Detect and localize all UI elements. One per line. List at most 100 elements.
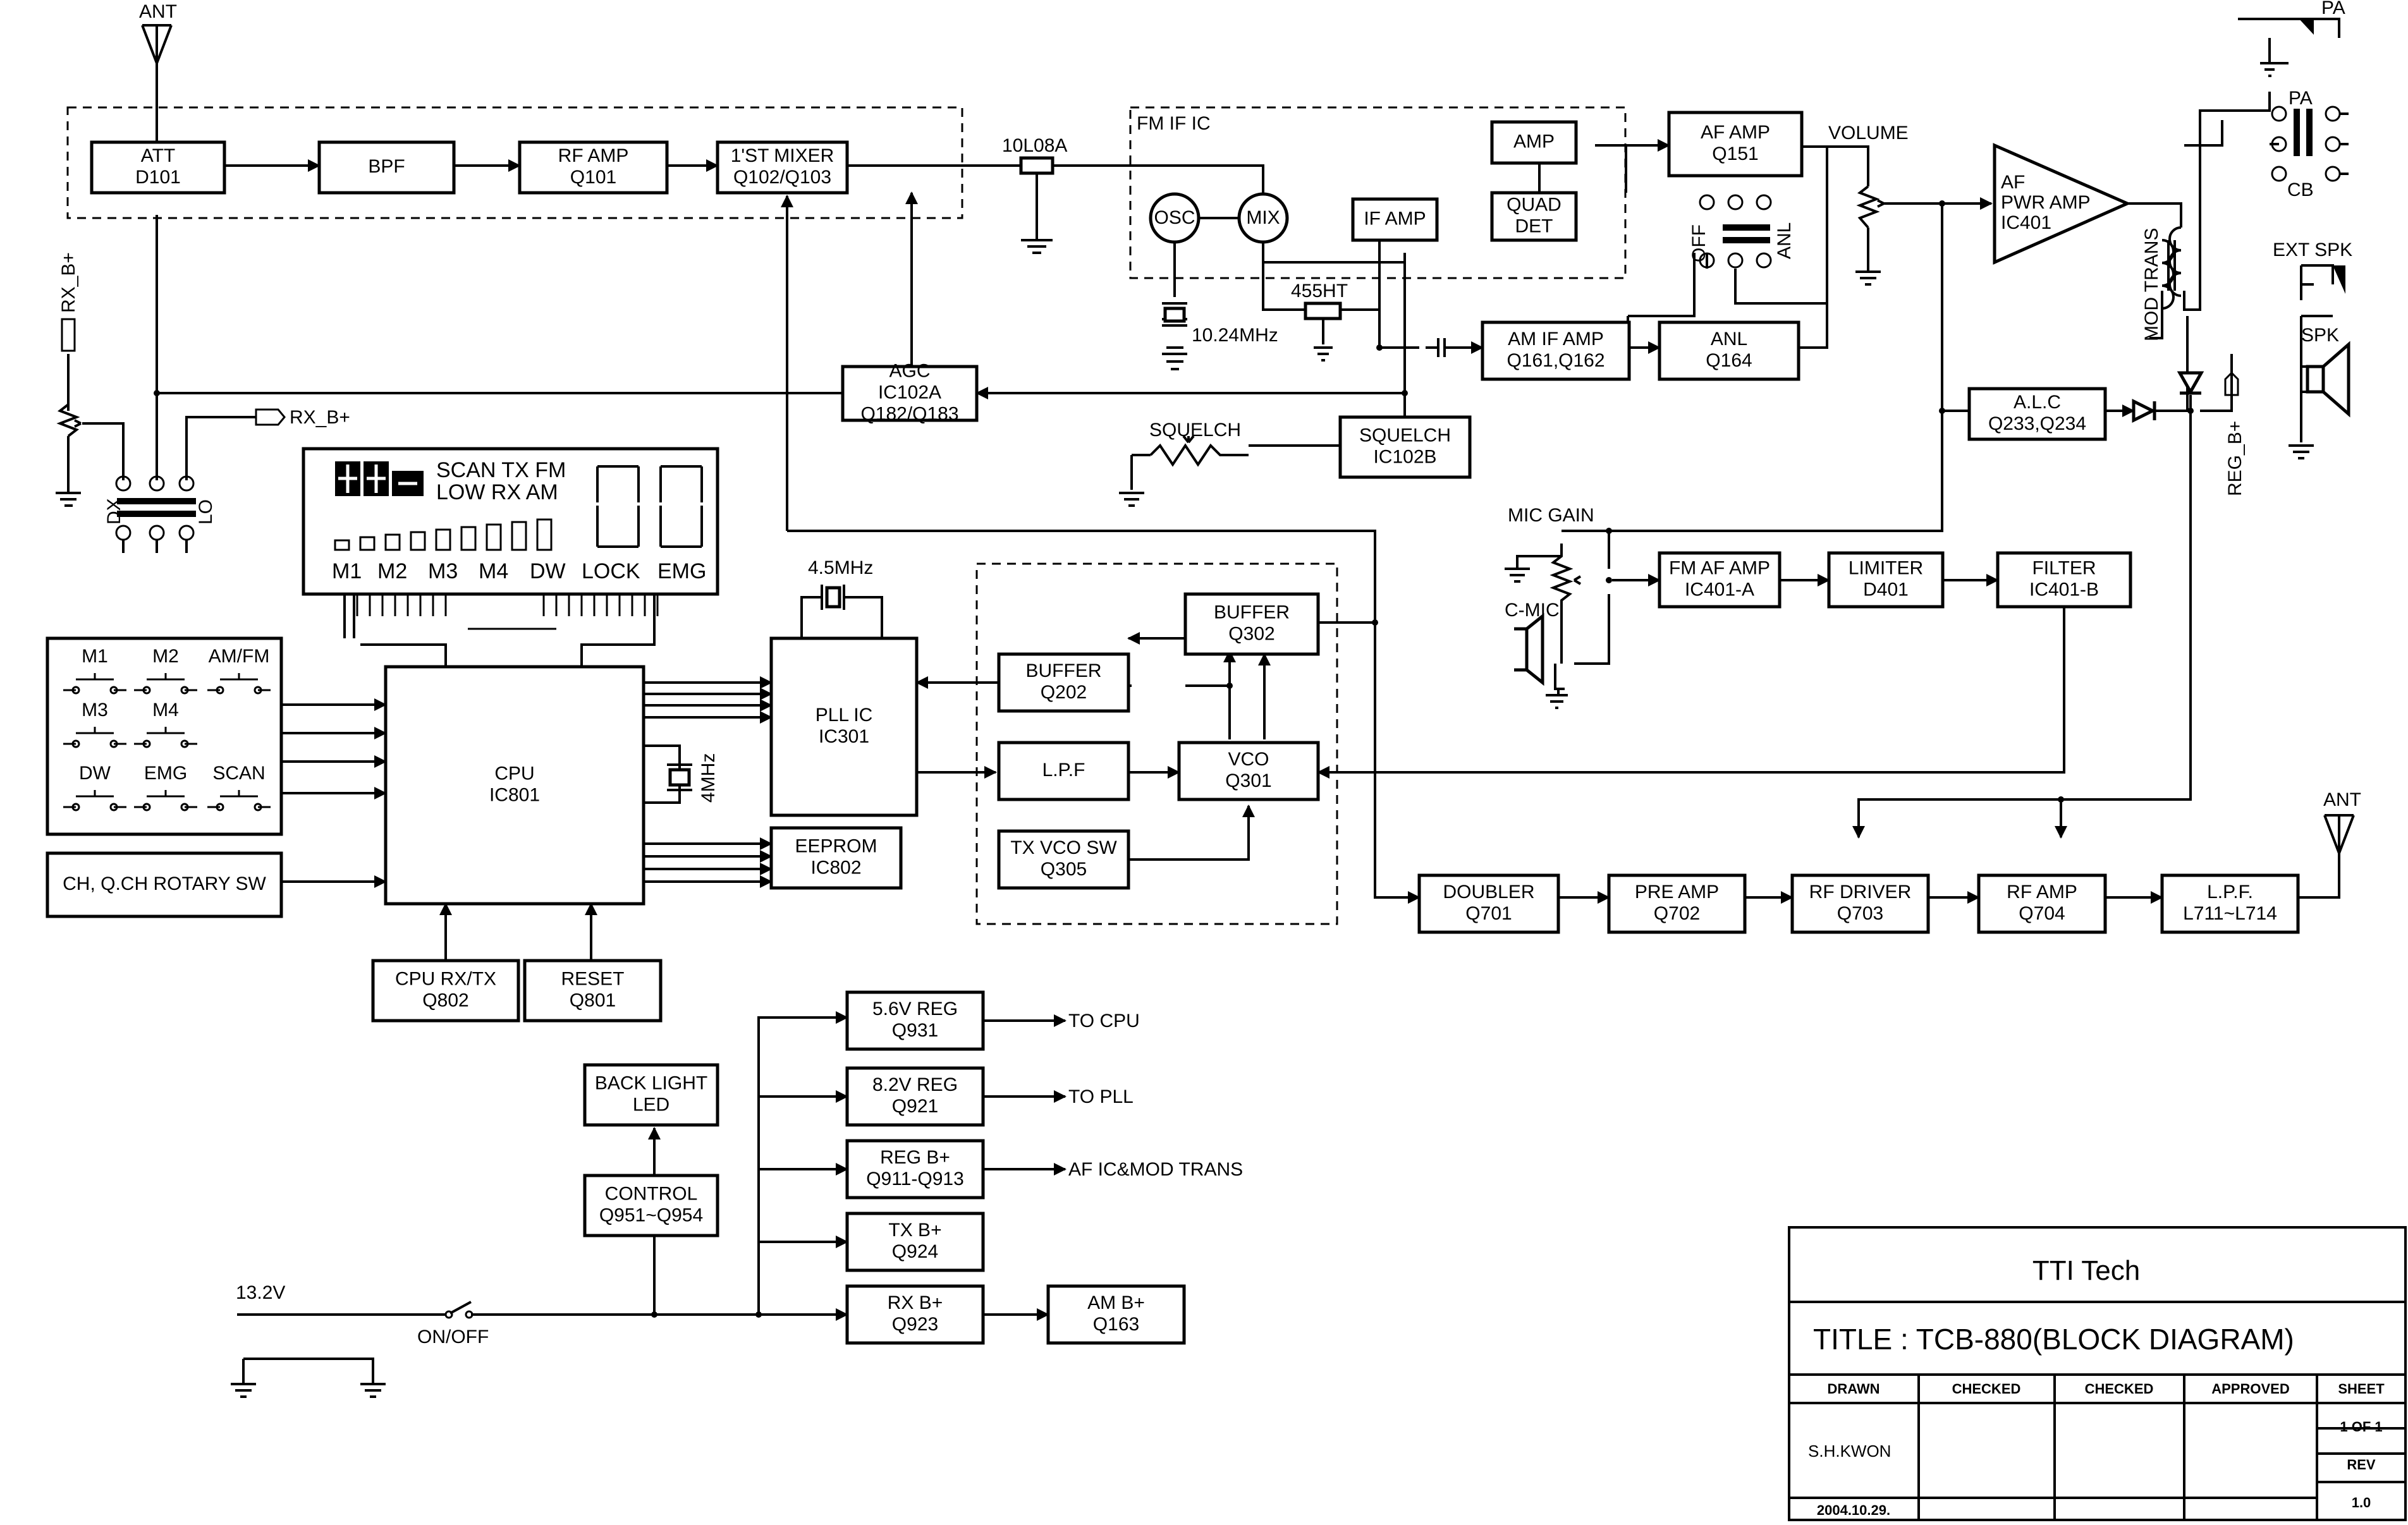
v132-label: 13.2V [236,1282,285,1303]
xtal-4-label: 4MHz [698,753,719,803]
block-buf302-frame [1183,592,1320,656]
xtal-1024-label: 10.24MHz [1192,325,1278,346]
key-contact-icon [109,686,118,695]
off-label: OFF [1689,224,1709,262]
block-lpf2-line-1: L711~L714 [2183,903,2277,924]
tb-header-sheet: SHEET [2338,1381,2385,1397]
pa-jack-icon: PA [2238,0,2345,77]
block-reg82-line-0: 8.2V REG [872,1074,958,1095]
block-regb-frame [845,1139,985,1200]
key-m3[interactable]: M3 [63,700,126,748]
key-amfm[interactable]: AM/FM [207,646,271,695]
tb-title: TITLE : TCB-880(BLOCK DIAGRAM) [1813,1323,2294,1356]
off-anl-switch-icon: OFF ANL [1689,194,1799,305]
mic-gain-pot-icon: MIC GAIN [1508,505,1594,664]
key-m1[interactable]: M1 [63,646,126,695]
key-contact-icon [254,803,262,811]
key-contact-icon [109,803,118,811]
block-rotary: CH, Q.CH ROTARY SW [46,851,283,918]
key-contact-icon [216,686,224,695]
filter-455ht-icon: 455HT [1291,281,1348,320]
reg-b-label: REG_B+ [2225,421,2246,496]
anl-sw-label: ANL [1774,222,1795,259]
block-vco-line-0: VCO [1228,749,1269,770]
block-rxb-line-0: RX B+ [888,1292,943,1313]
tb-rev-label: REV [2347,1457,2376,1473]
lcd-bottom-dw: DW [530,559,566,583]
block-control-line-1: Q951~Q954 [599,1205,703,1225]
block-limiter-frame [1827,551,1945,609]
block-anl-line-1: Q164 [1706,350,1752,371]
block-alc-frame [1967,387,2107,441]
ext-spk-jack-icon: EXT SPK [2273,240,2352,317]
block-att-line-0: ATT [141,145,175,166]
key-switch-icon [63,673,126,691]
block-reset-frame [523,959,663,1023]
lcd-bottom-m4: M4 [479,559,508,583]
onoff-switch-icon: ON/OFF [417,1301,489,1347]
block-cpu-line-0: CPU [494,763,534,784]
af-pwr-amp-l2: PWR AMP [2001,192,2091,213]
block-fmafamp-line-0: FM AF AMP [1669,557,1770,578]
key-label: M2 [152,646,179,667]
tb-header-checked1: CHECKED [1952,1381,2021,1397]
lcd-line2: LOW RX AM [436,480,558,504]
block-vco-frame [1177,741,1320,801]
block-squelch-line-0: SQUELCH [1359,425,1451,446]
block-ifamp-line-0: IF AMP [1364,208,1426,229]
block-txb-frame [845,1212,985,1272]
block-rfamp1-line-1: Q101 [570,167,616,188]
block-eeprom-line-0: EEPROM [795,835,877,856]
key-emg[interactable]: EMG [134,763,197,811]
pa-top-label: PA [2321,0,2345,18]
mix-icon: MIX [1237,192,1289,244]
tb-date: 2004.10.29. [1817,1502,1890,1518]
block-bpf: BPF [317,140,456,195]
block-fmafamp-frame [1658,551,1782,609]
block-agc-line-2: Q182/Q183 [860,403,958,424]
squelch-pot-label: SQUELCH [1149,420,1241,440]
block-filter-line-0: FILTER [2032,557,2096,578]
block-anl-frame [1658,320,1800,381]
block-amb: AM B+Q163 [1046,1284,1186,1345]
to-af-label: AF IC&MOD TRANS [1068,1159,1243,1180]
block-backlight-frame [583,1063,719,1127]
block-buf302-line-0: BUFFER [1214,602,1290,623]
pa-cb-switch-icon: PA CB [2270,88,2349,200]
block-regb: REG B+Q911-Q913 [845,1139,985,1200]
key-dw[interactable]: DW [63,763,126,811]
key-contact-icon [180,739,189,748]
lo-label: LO [195,499,216,525]
block-buf302-line-1: Q302 [1228,623,1274,644]
key-contact-icon [71,686,80,695]
key-m2[interactable]: M2 [134,646,197,695]
dx-lo-switch-icon: DX LO [104,475,216,553]
key-m4[interactable]: M4 [134,700,197,748]
block-rotary-frame [46,851,283,918]
antenna-top-icon: ANT [139,1,177,67]
key-switch-icon [134,790,197,808]
key-scan[interactable]: SCAN [207,763,271,811]
key-contact-icon [71,803,80,811]
volume-pot-icon: VOLUME [1828,123,1909,229]
block-rfamp2-frame [1977,873,2107,934]
block-rotary-line-0: CH, Q.CH ROTARY SW [63,873,266,894]
block-cpu-frame [384,665,645,906]
pa-sw-label: PA [2289,88,2313,109]
block-anl-line-0: ANL [1711,329,1747,349]
ant-top-label: ANT [139,1,177,22]
key-contact-icon [180,686,189,695]
block-alc-line-1: Q233,Q234 [1988,413,2086,434]
af-pwr-amp-icon: AF PWR AMP IC401 [1993,143,2132,265]
block-reset-line-0: RESET [561,968,624,989]
block-eeprom-line-1: IC802 [810,857,861,878]
tb-drawn: S.H.KWON [1808,1442,1891,1461]
block-limiter-line-1: D401 [1863,579,1909,600]
